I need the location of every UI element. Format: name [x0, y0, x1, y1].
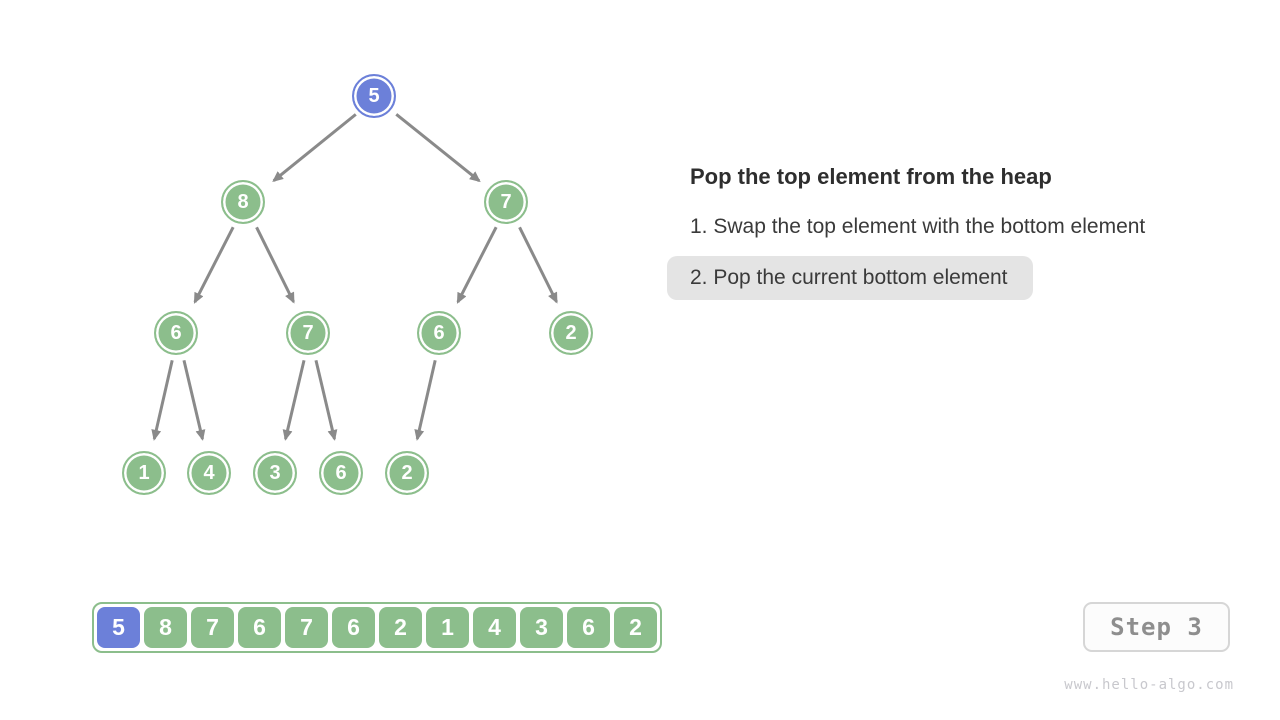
array-cell: 2 [379, 607, 422, 648]
step-badge: Step 3 [1083, 602, 1230, 652]
tree-node: 6 [154, 311, 198, 355]
tree-node: 6 [319, 451, 363, 495]
array-cell: 6 [332, 607, 375, 648]
tree-node: 7 [484, 180, 528, 224]
tree-edge [272, 113, 357, 182]
tree-edge [314, 359, 338, 441]
array-cell: 6 [567, 607, 610, 648]
tree-node: 1 [122, 451, 166, 495]
array-cell: 4 [473, 607, 516, 648]
tree-edge [151, 360, 174, 441]
instructions-panel: Pop the top element from the heap 1. Swa… [667, 164, 1227, 314]
array-cell: 3 [520, 607, 563, 648]
instructions-title: Pop the top element from the heap [690, 164, 1052, 189]
step-badge-label: Step 3 [1110, 613, 1203, 641]
tree-node: 5 [352, 74, 396, 118]
array-cell: 2 [614, 607, 657, 648]
tree-edge [456, 226, 498, 304]
step-item: 1. Swap the top element with the bottom … [690, 215, 1146, 238]
step-item-highlighted: 2. Pop the current bottom element [667, 256, 1033, 300]
array-cell: 5 [97, 607, 140, 648]
tree-node: 8 [221, 180, 265, 224]
tree-edge [255, 226, 295, 304]
tree-edge [518, 226, 558, 304]
tree-node: 4 [187, 451, 231, 495]
array-cell: 7 [285, 607, 328, 648]
watermark: www.hello-algo.com [1064, 677, 1234, 693]
tree-edge [182, 359, 206, 441]
tree-node: 6 [417, 311, 461, 355]
tree-node: 7 [286, 311, 330, 355]
instruction-steps: 1. Swap the top element with the bottom … [667, 212, 1227, 314]
tree-node: 2 [549, 311, 593, 355]
tree-node: 2 [385, 451, 429, 495]
tree-node: 3 [253, 451, 297, 495]
array-cell: 7 [191, 607, 234, 648]
tree-edge [282, 359, 306, 441]
tree-edge [193, 226, 235, 304]
tree-edge [395, 113, 481, 183]
array-cell: 8 [144, 607, 187, 648]
array-cell: 6 [238, 607, 281, 648]
tree-edge [414, 360, 437, 441]
array-cell: 1 [426, 607, 469, 648]
